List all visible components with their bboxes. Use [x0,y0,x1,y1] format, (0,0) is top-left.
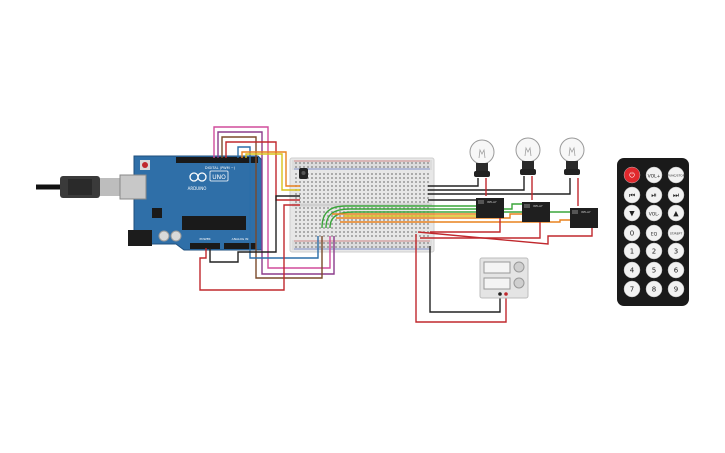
wire-orange-arduino[interactable] [241,151,300,187]
relay-label: RELAY [533,204,543,208]
power-supply[interactable] [479,257,529,299]
wire-black-bulb-3[interactable] [428,178,571,195]
remote-button-3-1[interactable]: EQ [645,224,663,242]
remote-button-label: 2 [652,248,656,256]
remote-button-label: VOL- [649,212,660,218]
remote-button-label: VOL+ [648,174,661,180]
remote-button-label: ▲ [673,210,679,218]
remote-button-label: 5 [652,267,656,275]
wire-black-bulb-2[interactable] [428,176,525,191]
play-pause-icon[interactable]: ⏯ [645,186,663,204]
power-header [190,243,220,249]
usb-cable[interactable] [36,176,140,198]
supply-display-current [483,277,511,290]
remote-button-0-1[interactable]: VOL+ [645,166,663,184]
wire-red-return-3[interactable] [417,224,593,245]
power-icon[interactable]: ⏻ [623,166,641,184]
wire-orange-2[interactable] [336,213,524,219]
breadboard-holes [295,162,429,248]
remote-button-label: ⏮ [629,192,635,200]
remote-button-label: EQ [651,232,658,238]
digital-label: DIGITAL (PWM ~) [205,166,236,170]
remote-button-4-0[interactable]: 1 [623,242,641,260]
remote-button-5-2[interactable]: 6 [667,261,685,279]
next-icon[interactable]: ⏭ [667,186,685,204]
analog-header [224,243,256,249]
relay-module-1[interactable]: RELAY [476,198,504,218]
usb-port [119,174,147,200]
remote-button-3-2[interactable]: ST/REPT [667,224,685,242]
capacitor [158,230,170,242]
digital-header [176,157,258,163]
remote-button-label: 1 [630,248,634,256]
ir-remote[interactable]: ⏻ VOL+ FUNC/STOP ⏮ ⏯ ⏭ ▼ VOL- ▲ 0 EQ ST/REPT 1 2 3 4 5 6 7… [617,158,689,306]
remote-button-4-2[interactable]: 3 [667,242,685,260]
wire-black-gnd[interactable] [209,195,300,263]
supply-knob-voltage[interactable] [513,261,525,273]
supply-display-voltage [483,261,511,274]
remote-button-label: ⏯ [651,192,657,200]
wire-brown[interactable] [221,136,323,279]
arduino-board[interactable]: ARDUINO UNO DIGITAL (PWM ~) POWER ANALOG… [119,155,263,251]
wire-black-supply[interactable] [429,246,501,313]
remote-button-label: ⏻ [629,172,635,180]
analog-label: ANALOG IN [232,237,249,241]
supply-terminal-positive[interactable] [504,292,508,296]
supply-terminal-negative[interactable] [498,292,502,296]
remote-button-2-1[interactable]: VOL- [645,204,663,222]
wire-red-5v[interactable] [199,204,300,291]
remote-button-label: 9 [674,286,678,294]
remote-button-label: 4 [630,267,635,275]
power-label: POWER [199,237,210,241]
remote-button-6-1[interactable]: 8 [645,280,663,298]
relay-module-3[interactable]: RELAY [570,208,598,228]
light-bulb-2[interactable] [515,137,541,175]
wire-yellow-arduino[interactable] [245,153,300,191]
microcontroller-chip [182,216,246,230]
wire-purple[interactable] [217,131,335,275]
wire-black-bulb-1[interactable] [428,178,479,187]
wire-red-supply[interactable] [415,234,507,323]
remote-button-label: FUNC/STOP [667,174,684,178]
remote-button-label: 0 [630,230,634,238]
remote-button-label: 7 [630,286,634,294]
remote-button-0-2[interactable]: FUNC/STOP [667,166,685,184]
capacitor [170,230,182,242]
up-icon[interactable]: ▲ [667,204,685,222]
breadboard[interactable] [289,157,435,253]
remote-button-5-0[interactable]: 4 [623,261,641,279]
wire-blue[interactable] [237,146,319,259]
wire-green-1[interactable] [321,205,478,229]
remote-button-label: 8 [652,286,656,294]
arduino-model: ARDUINO [188,186,207,191]
remote-button-label: ST/REPT [670,232,683,236]
ir-receiver[interactable] [299,168,308,179]
remote-button-4-1[interactable]: 2 [645,242,663,260]
arduino-brand: UNO [212,174,226,181]
light-bulb-1[interactable] [469,139,495,177]
remote-button-label: 3 [674,248,678,256]
down-icon[interactable]: ▼ [623,204,641,222]
wire-red-return-2[interactable] [420,222,541,239]
wire-orange-3[interactable] [340,219,572,223]
remote-button-6-2[interactable]: 9 [667,280,685,298]
remote-button-label: 6 [674,267,679,275]
wire-red-arduino[interactable] [225,141,300,201]
light-bulb-3[interactable] [559,137,585,175]
remote-button-3-0[interactable]: 0 [623,224,641,242]
power-jack [128,230,152,246]
wire-red-return-1[interactable] [430,216,501,233]
relay-label: RELAY [581,210,591,214]
wire-pink[interactable] [213,126,331,269]
relay-label: RELAY [487,200,497,204]
remote-button-6-0[interactable]: 7 [623,280,641,298]
remote-button-label: ⏭ [673,192,680,200]
relay-module-2[interactable]: RELAY [522,202,550,222]
previous-icon[interactable]: ⏮ [623,186,641,204]
wires [199,126,593,323]
remote-button-label: ▼ [629,210,635,218]
supply-knob-current[interactable] [513,277,525,289]
remote-button-5-1[interactable]: 5 [645,261,663,279]
